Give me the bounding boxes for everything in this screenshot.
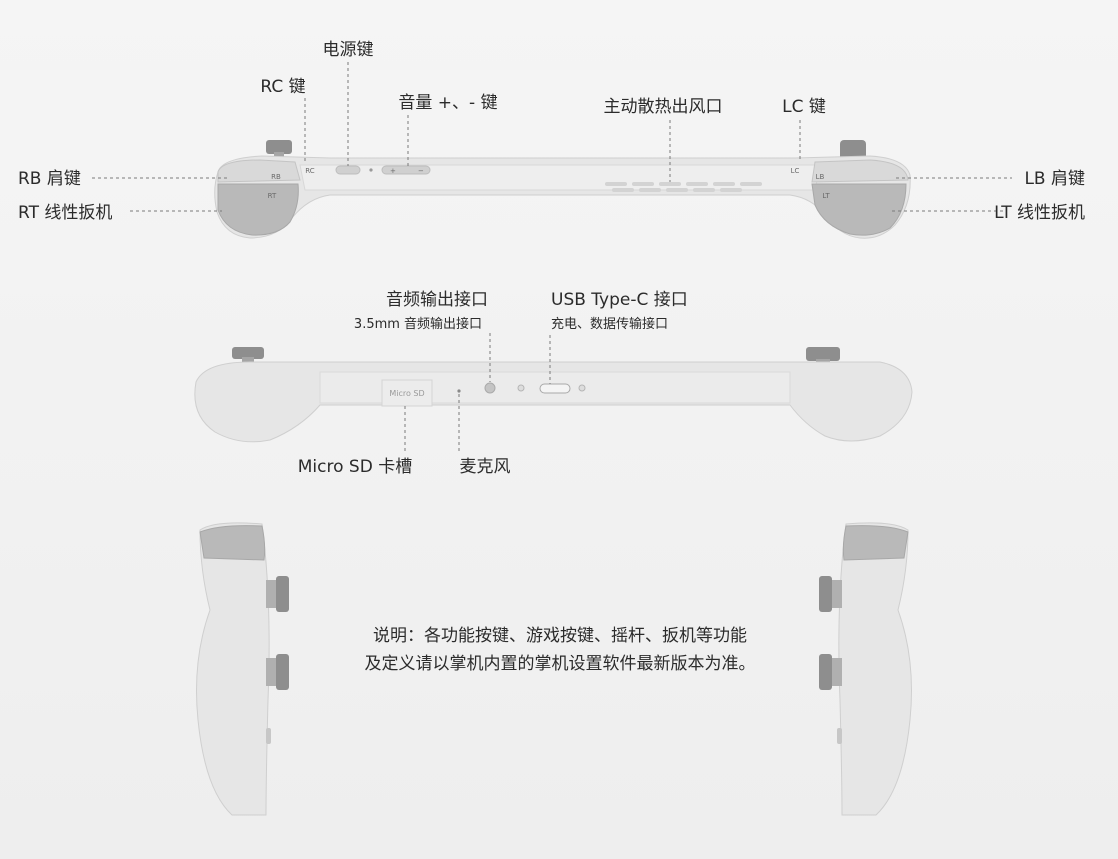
rb-mark: RB (271, 173, 281, 181)
power-key-label: 电源键 (323, 40, 374, 60)
rt-trigger (217, 183, 299, 236)
volume-minus-mark: − (418, 167, 424, 175)
vent-slots (605, 182, 762, 192)
bottom-right-stick (232, 347, 264, 359)
sd-slot-mark: Micro SD (389, 389, 424, 398)
indicator-dot (369, 168, 373, 172)
note-line-2: 及定义请以掌机内置的掌机设置软件最新版本为准。 (364, 654, 756, 674)
mic-label: 麦克风 (460, 457, 511, 477)
mic-hole (457, 389, 461, 393)
right-side-button (837, 728, 842, 744)
sd-slot-label: Micro SD 卡槽 (298, 457, 412, 477)
volume-key-label: 音量 +、- 键 (398, 93, 497, 113)
usb-port-label: USB Type-C 接口 (551, 290, 688, 310)
lb-button (811, 159, 909, 183)
bottom-view: Micro SD 音频输出接口 3.5mm 音频输出接口 USB Type-C … (194, 290, 913, 477)
right-stick-cap (266, 140, 292, 154)
lt-trigger-label: LT 线性扳机 (994, 203, 1085, 223)
lt-mark: LT (822, 192, 830, 200)
top-edge (299, 164, 821, 191)
audio-port-label: 音频输出接口 (386, 290, 488, 310)
screw-hole-left (517, 384, 525, 392)
bottom-left-stick (806, 347, 840, 361)
left-side-trigger (199, 525, 266, 561)
right-side-stick-2 (819, 654, 832, 690)
vent-label: 主动散热出风口 (604, 97, 723, 117)
audio-jack (484, 382, 496, 394)
rt-mark: RT (268, 192, 277, 200)
sd-slot (381, 379, 433, 407)
lb-key-label: LB 肩键 (1024, 169, 1085, 189)
volume-button (381, 165, 431, 175)
top-view: RB RT RC LC LB LT + − 电源键 RC 键 (18, 40, 1085, 239)
lc-key-label: LC 键 (782, 97, 826, 117)
volume-plus-mark: + (390, 167, 396, 175)
usb-c-port (539, 383, 571, 394)
lt-trigger (811, 183, 907, 236)
rb-button (217, 159, 301, 183)
rb-key-label: RB 肩键 (18, 169, 81, 189)
right-side-stick-base-2 (832, 658, 842, 686)
audio-port-sub-label: 3.5mm 音频输出接口 (354, 316, 482, 332)
left-side-view (196, 522, 289, 816)
left-side-stick-base-1 (266, 580, 276, 608)
right-side-view (819, 522, 912, 816)
note-line-1: 说明：各功能按键、游戏按键、摇杆、扳机等功能 (373, 626, 747, 646)
left-side-stick-1 (276, 576, 289, 612)
lb-mark: LB (816, 173, 825, 181)
left-side-stick-base-2 (266, 658, 276, 686)
usb-port-sub-label: 充电、数据传输接口 (551, 316, 668, 332)
lc-mark: LC (791, 167, 800, 175)
right-side-trigger (842, 525, 909, 561)
rc-key-label: RC 键 (260, 77, 305, 97)
right-side-stick-base-1 (832, 580, 842, 608)
screw-hole-right (578, 384, 586, 392)
left-side-button (266, 728, 271, 744)
rc-mark: RC (305, 167, 315, 175)
rt-trigger-label: RT 线性扳机 (18, 203, 112, 223)
right-side-stick-1 (819, 576, 832, 612)
power-button (335, 165, 361, 175)
left-side-stick-2 (276, 654, 289, 690)
